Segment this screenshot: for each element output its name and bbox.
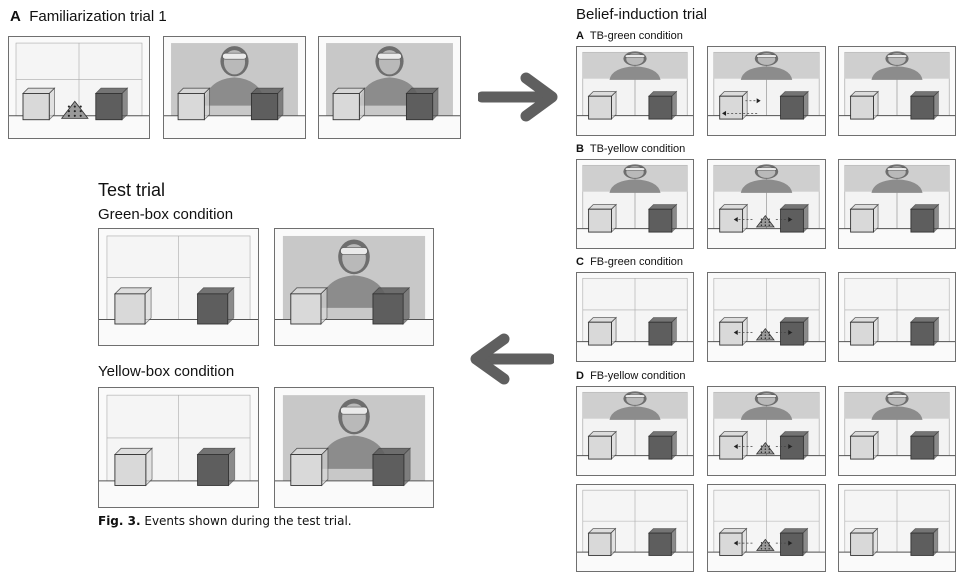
panel-scene	[839, 391, 955, 461]
caption-text: Events shown during the test trial.	[140, 514, 352, 528]
panel-scene	[99, 394, 258, 487]
yellow-box-label: Yellow-box condition	[98, 363, 235, 380]
fb-yellow-panel-3	[838, 386, 956, 476]
panel-scene	[839, 277, 955, 347]
fam-panel-2	[163, 36, 306, 139]
panel-scene	[708, 277, 825, 347]
test-green-panel-2	[274, 228, 434, 346]
test-title: Test trial	[98, 180, 166, 200]
fb-green-panel-1	[576, 272, 694, 362]
figure-caption: Fig. 3. Events shown during the test tri…	[98, 514, 352, 528]
tb-yellow-panel-1	[576, 159, 694, 249]
caption-fig: Fig. 3.	[98, 514, 141, 528]
panel-scene	[577, 277, 693, 347]
green-box-label: Green-box condition	[98, 206, 234, 223]
tb-green-panel-2	[707, 46, 826, 136]
fb-yellow-panel-4	[576, 484, 694, 572]
tb-yellow-panel-3	[838, 159, 956, 249]
panel-scene	[9, 42, 149, 121]
tb-green-panel-1	[576, 46, 694, 136]
panel-scene	[275, 235, 433, 325]
test-yellow-panel-2	[274, 387, 434, 508]
fb-yellow-panel-6	[838, 484, 956, 572]
panel-scene	[577, 391, 693, 461]
panel-scene	[99, 235, 258, 325]
panel-scene	[708, 391, 825, 461]
tb-green-panel-3	[838, 46, 956, 136]
fam-panel-1	[8, 36, 150, 139]
panel-scene	[708, 164, 825, 234]
condition-c-label: C FB-green condition	[576, 256, 684, 268]
panel-scene	[577, 51, 693, 121]
condition-b-label: B TB-yellow condition	[576, 143, 686, 155]
panel-scene	[164, 43, 305, 121]
tb-yellow-panel-2	[707, 159, 826, 249]
fb-yellow-panel-5	[707, 484, 826, 572]
panel-scene	[708, 51, 825, 121]
fb-green-panel-3	[838, 272, 956, 362]
panel-scene	[839, 51, 955, 121]
familiarization-heading: A Familiarization trial 1	[10, 8, 167, 25]
condition-a-label: A TB-green condition	[576, 30, 683, 42]
fb-yellow-panel-2	[707, 386, 826, 476]
test-yellow-panel-1	[98, 387, 259, 508]
fb-yellow-panel-1	[576, 386, 694, 476]
section-letter: A	[10, 8, 21, 25]
test-green-panel-1	[98, 228, 259, 346]
panel-scene	[319, 43, 460, 121]
belief-title: Belief-induction trial	[576, 6, 707, 23]
condition-d-label: D FB-yellow condition	[576, 370, 686, 382]
fb-green-panel-2	[707, 272, 826, 362]
right-arrow-icon	[478, 72, 558, 122]
fam-panel-3	[318, 36, 461, 139]
panel-scene	[577, 164, 693, 234]
section-title: Familiarization trial 1	[29, 8, 167, 25]
panel-scene	[708, 489, 825, 557]
panel-scene	[839, 164, 955, 234]
panel-scene	[839, 489, 955, 557]
panel-scene	[275, 395, 433, 487]
left-arrow-icon	[470, 333, 554, 385]
panel-scene	[577, 489, 693, 557]
